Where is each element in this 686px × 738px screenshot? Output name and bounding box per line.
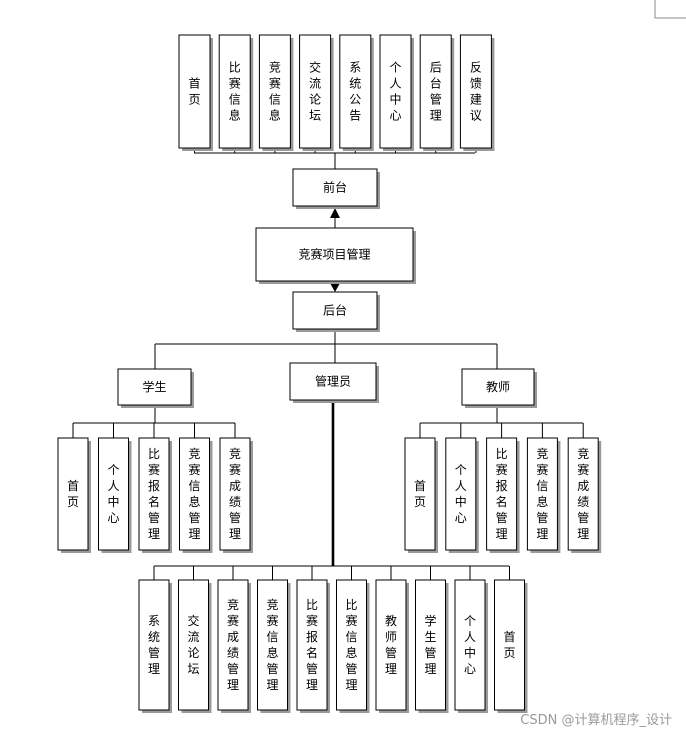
student-item-box: 个人中心 bbox=[98, 423, 132, 553]
teacher-item-box-label: 竞赛信息管理 bbox=[536, 447, 548, 541]
admin-item-box: 比赛信息管理 bbox=[336, 566, 370, 713]
student-item-box: 首页 bbox=[57, 423, 91, 553]
student-item-box-label: 竞赛成绩管理 bbox=[229, 447, 241, 541]
watermark-text: CSDN @计算机程序_设计 bbox=[520, 713, 672, 728]
role-node: 管理员 bbox=[289, 362, 379, 403]
front-item-box-label: 交流论坛 bbox=[309, 60, 321, 123]
teacher-item-box: 个人中心 bbox=[445, 423, 479, 553]
role-node: 教师 bbox=[461, 368, 537, 408]
front-item-box: 比赛信息 bbox=[218, 34, 254, 151]
admin-item-box-label: 系统管理 bbox=[148, 614, 160, 676]
teacher-item-box: 竞赛信息管理 bbox=[526, 423, 561, 553]
role-node-label: 学生 bbox=[142, 379, 166, 394]
back-node: 后台 bbox=[292, 291, 380, 332]
admin-item-box: 竞赛信息管理 bbox=[257, 566, 291, 713]
admin-item-box: 学生管理 bbox=[415, 566, 449, 713]
admin-item-box-label: 交流论坛 bbox=[187, 613, 199, 676]
front-item-box: 交流论坛 bbox=[299, 34, 334, 151]
front-item-box-label: 个人中心 bbox=[389, 61, 401, 123]
student-item-box: 竞赛信息管理 bbox=[179, 423, 213, 553]
student-item-box-label: 比赛报名管理 bbox=[148, 447, 160, 541]
admin-item-box: 竞赛成绩管理 bbox=[217, 566, 251, 713]
front-item-box-label: 反馈建议 bbox=[470, 61, 482, 123]
admin-item-box-label: 竞赛成绩管理 bbox=[227, 598, 239, 692]
teacher-item-box: 首页 bbox=[404, 423, 438, 553]
front-item-box-label: 比赛信息 bbox=[229, 61, 241, 123]
admin-item-box: 首页 bbox=[494, 566, 528, 713]
nodes-layer: 首页比赛信息竞赛信息交流论坛系统公告个人中心后台管理反馈建议前台竞赛项目管理后台… bbox=[57, 34, 602, 713]
page-corner-mark bbox=[654, 0, 686, 19]
front-node: 前台 bbox=[292, 168, 380, 209]
role-node: 学生 bbox=[117, 368, 194, 408]
teacher-item-box: 比赛报名管理 bbox=[486, 423, 520, 553]
student-item-box-label: 首页 bbox=[67, 479, 79, 509]
front-item-box: 反馈建议 bbox=[459, 34, 495, 151]
admin-item-box-label: 比赛报名管理 bbox=[306, 598, 318, 692]
student-item-box-label: 竞赛信息管理 bbox=[188, 447, 200, 541]
admin-item-box: 个人中心 bbox=[454, 566, 488, 713]
student-item-box-label: 个人中心 bbox=[107, 463, 119, 525]
root-node-label: 竞赛项目管理 bbox=[298, 247, 370, 262]
front-item-box-label: 系统公告 bbox=[349, 61, 361, 123]
front-item-box: 系统公告 bbox=[339, 34, 374, 151]
student-item-box: 竞赛成绩管理 bbox=[219, 423, 253, 553]
front-item-box: 首页 bbox=[178, 34, 213, 151]
admin-item-box-label: 学生管理 bbox=[424, 613, 436, 676]
front-item-box-label: 首页 bbox=[188, 77, 200, 107]
front-item-box-label: 后台管理 bbox=[430, 61, 442, 123]
teacher-item-box-label: 首页 bbox=[414, 479, 426, 509]
admin-item-box-label: 首页 bbox=[503, 630, 515, 660]
front-item-box: 竞赛信息 bbox=[258, 34, 294, 151]
front-item-box-label: 竞赛信息 bbox=[269, 61, 281, 123]
admin-item-box-label: 个人中心 bbox=[464, 614, 476, 676]
teacher-item-box: 竞赛成绩管理 bbox=[567, 423, 602, 553]
role-node-label: 管理员 bbox=[315, 374, 351, 389]
teacher-item-box-label: 竞赛成绩管理 bbox=[577, 447, 589, 541]
admin-item-box: 比赛报名管理 bbox=[296, 566, 330, 713]
front-item-box: 后台管理 bbox=[419, 34, 455, 151]
student-item-box: 比赛报名管理 bbox=[138, 423, 172, 553]
teacher-item-box-label: 个人中心 bbox=[455, 463, 467, 525]
admin-item-box: 教师管理 bbox=[375, 566, 409, 713]
root-node: 竞赛项目管理 bbox=[255, 227, 416, 284]
admin-item-box: 交流论坛 bbox=[178, 566, 212, 713]
admin-item-box-label: 竞赛信息管理 bbox=[266, 598, 278, 692]
role-node-label: 教师 bbox=[486, 379, 510, 394]
teacher-item-box-label: 比赛报名管理 bbox=[496, 447, 508, 541]
front-node-label: 前台 bbox=[323, 180, 347, 195]
back-node-label: 后台 bbox=[323, 303, 347, 318]
admin-item-box-label: 教师管理 bbox=[385, 613, 397, 676]
front-item-box: 个人中心 bbox=[379, 34, 414, 151]
admin-item-box-label: 比赛信息管理 bbox=[345, 598, 357, 692]
admin-item-box: 系统管理 bbox=[138, 566, 172, 713]
